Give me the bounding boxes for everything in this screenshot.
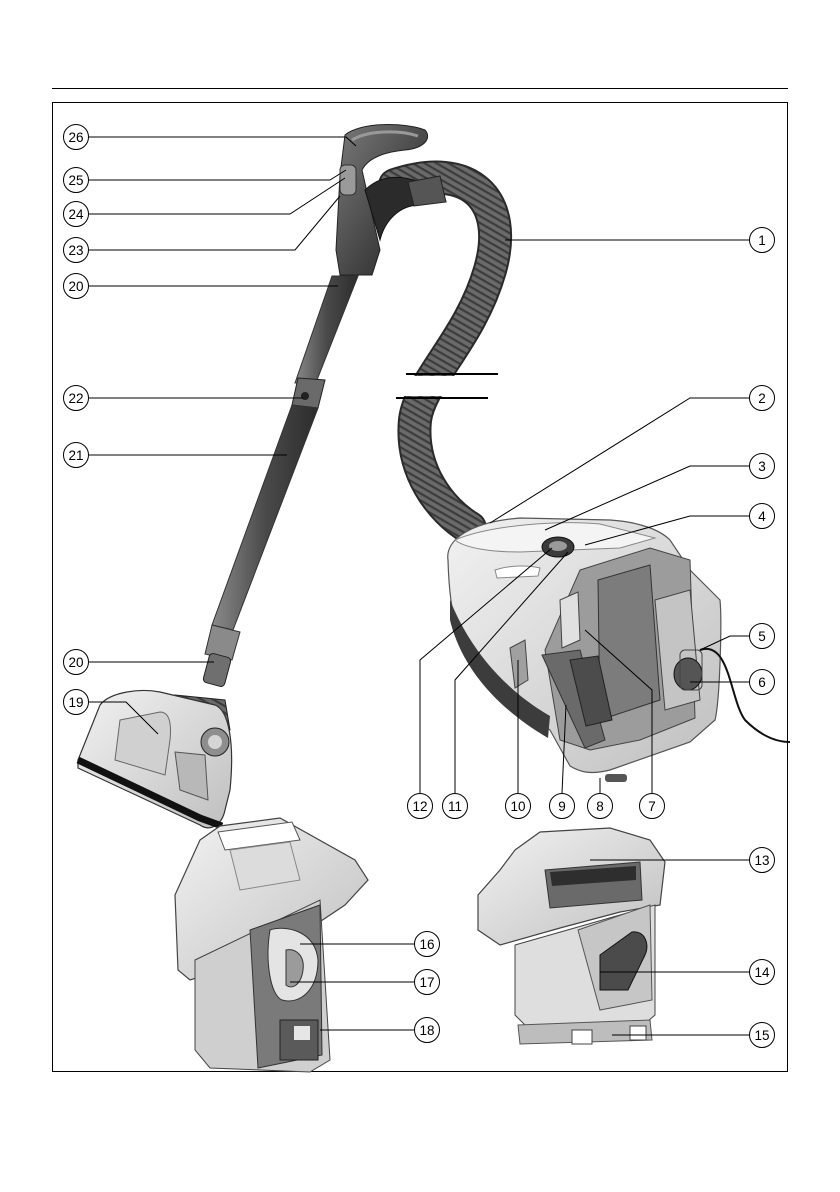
svg-text:12: 12	[412, 799, 427, 814]
callout-15: 15	[750, 1023, 775, 1048]
callout-22: 22	[64, 386, 89, 411]
svg-text:10: 10	[510, 799, 525, 814]
svg-text:8: 8	[596, 799, 604, 814]
callout-16: 16	[415, 932, 440, 957]
svg-text:26: 26	[68, 130, 83, 145]
callout-10: 10	[506, 794, 531, 819]
svg-text:22: 22	[68, 391, 83, 406]
callout-25: 25	[64, 168, 89, 193]
svg-text:13: 13	[754, 853, 769, 868]
callout-26: 26	[64, 125, 89, 150]
svg-text:9: 9	[558, 799, 566, 814]
svg-text:25: 25	[68, 173, 83, 188]
svg-text:11: 11	[448, 799, 462, 814]
leader-24	[89, 178, 345, 214]
callout-4: 4	[750, 504, 775, 529]
callout-6: 6	[750, 670, 775, 695]
svg-text:14: 14	[754, 965, 770, 980]
callout-19: 19	[64, 690, 89, 715]
svg-text:18: 18	[419, 1023, 434, 1038]
callout-11: 11	[443, 794, 468, 819]
hose-handle	[336, 125, 446, 275]
callout-2: 2	[750, 386, 775, 411]
leader-26	[89, 137, 356, 146]
dust-container-open	[175, 818, 368, 1072]
leader-2	[490, 398, 749, 523]
telescopic-tube	[202, 276, 358, 687]
svg-text:15: 15	[754, 1028, 769, 1043]
callout-3: 3	[750, 454, 775, 479]
svg-text:19: 19	[68, 695, 83, 710]
callout-24: 24	[64, 202, 89, 227]
svg-text:16: 16	[419, 937, 434, 952]
callout-12: 12	[408, 794, 433, 819]
callout-9: 9	[550, 794, 575, 819]
callout-14: 14	[750, 960, 775, 985]
svg-text:24: 24	[68, 207, 84, 222]
leader-25	[89, 170, 346, 180]
svg-text:7: 7	[648, 799, 656, 814]
callout-5: 5	[750, 624, 775, 649]
svg-text:3: 3	[758, 459, 766, 474]
svg-text:4: 4	[758, 509, 766, 524]
callout-7: 7	[640, 794, 665, 819]
svg-text:6: 6	[758, 675, 766, 690]
vacuum-body	[448, 518, 721, 782]
suction-hose	[395, 178, 495, 528]
svg-text:5: 5	[758, 629, 766, 644]
hose-break-marks	[396, 374, 498, 398]
svg-text:2: 2	[758, 391, 766, 406]
svg-text:20: 20	[68, 655, 83, 670]
svg-text:21: 21	[68, 448, 83, 463]
callout-8: 8	[588, 794, 613, 819]
callout-20-lower: 20	[64, 650, 89, 675]
callout-20-upper: 20	[64, 274, 89, 299]
callout-23: 23	[64, 238, 89, 263]
floor-brush	[78, 691, 232, 828]
callout-18: 18	[415, 1018, 440, 1043]
leader-23	[89, 196, 340, 250]
svg-text:23: 23	[68, 243, 83, 258]
svg-text:20: 20	[68, 279, 83, 294]
callout-17: 17	[415, 970, 440, 995]
callout-13: 13	[750, 848, 775, 873]
svg-text:17: 17	[419, 975, 434, 990]
svg-text:1: 1	[758, 233, 766, 248]
callout-1: 1	[750, 228, 775, 253]
callout-21: 21	[64, 443, 89, 468]
